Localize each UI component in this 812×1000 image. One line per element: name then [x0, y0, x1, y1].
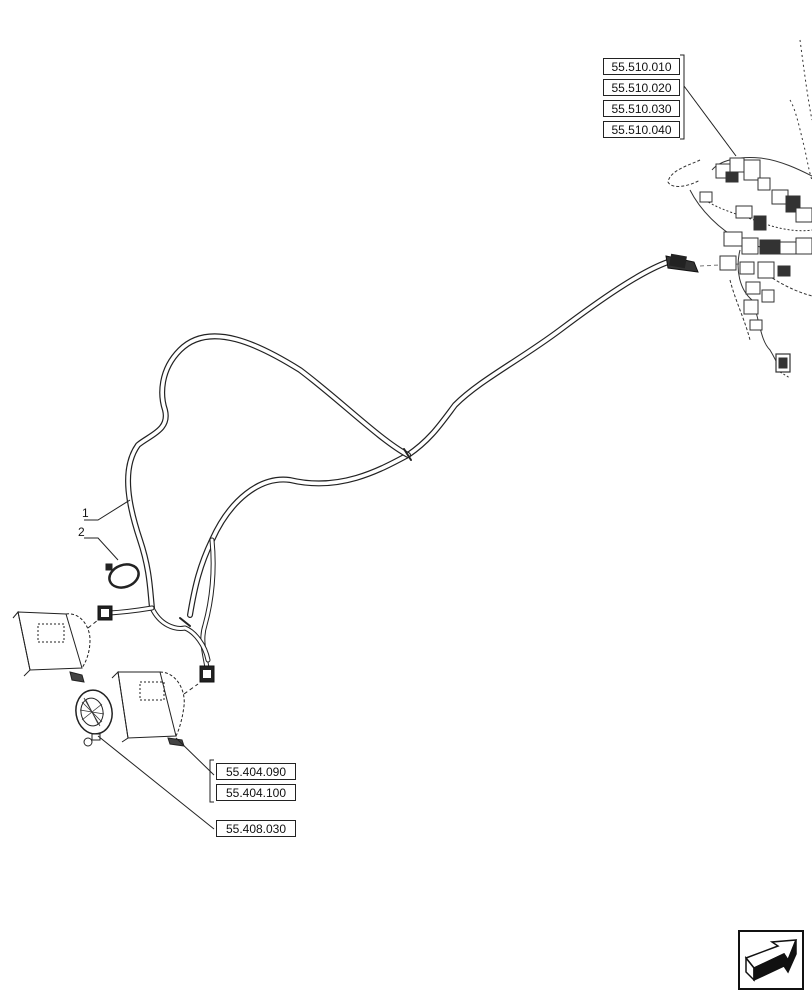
harness-splice: [179, 617, 191, 627]
bracket-refs-top: [680, 54, 685, 140]
leader-item-2: [84, 537, 119, 561]
connector-left-lamp: [97, 605, 113, 621]
leader-item-1: [84, 499, 131, 521]
ref-box-top-1[interactable]: 55.510.010: [603, 58, 680, 75]
item-number-1: 1: [82, 506, 89, 520]
item-number-2: 2: [78, 525, 85, 539]
harness-loop-branch: [125, 333, 411, 611]
cab-harness-cluster: [667, 39, 812, 379]
leader-refs-top: [683, 85, 737, 157]
ref-box-top-2[interactable]: 55.510.020: [603, 79, 680, 96]
harness-branch-left-lamp: [107, 605, 155, 616]
left-work-lamp: [12, 610, 99, 683]
right-work-lamp: [111, 670, 199, 747]
cable-tie: [105, 563, 140, 589]
bracket-refs-lamps: [209, 759, 214, 803]
ref-box-top-3[interactable]: 55.510.030: [603, 100, 680, 117]
ref-box-top-4[interactable]: 55.510.040: [603, 121, 680, 138]
leader-ref-horn: [97, 735, 215, 830]
horn: [75, 689, 113, 747]
ref-box-lamp-1[interactable]: 55.404.090: [216, 763, 296, 780]
harness-branch-right-lamp: [149, 537, 216, 671]
ref-box-horn[interactable]: 55.408.030: [216, 820, 296, 837]
ref-box-lamp-2[interactable]: 55.404.100: [216, 784, 296, 801]
connector-right-lamp: [199, 665, 215, 683]
next-page-arrow-icon: [744, 939, 798, 982]
harness-main-cable: [187, 259, 671, 618]
leader-lines: [84, 54, 737, 830]
leader-refs-lamps: [175, 737, 215, 776]
next-page-button[interactable]: [738, 930, 804, 990]
connector-main: [665, 253, 741, 273]
harness-junction-band: [403, 448, 412, 461]
